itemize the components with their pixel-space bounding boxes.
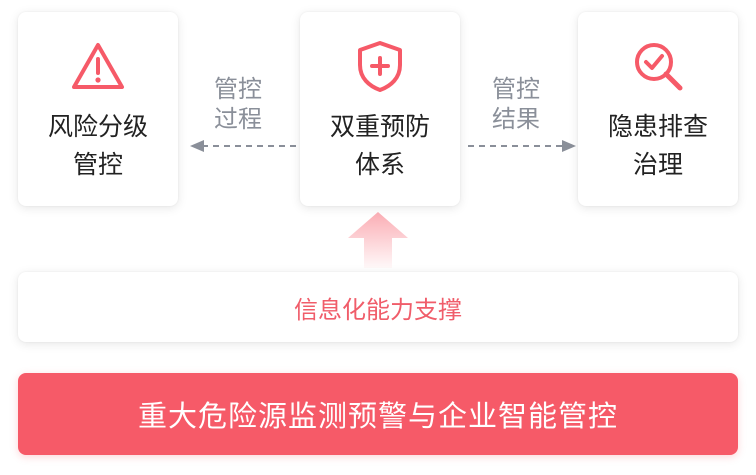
main-title-bar: 重大危险源监测预警与企业智能管控 — [18, 373, 738, 455]
it-support-label: 信息化能力支撑 — [294, 295, 462, 324]
hazard-inspection-card: 隐患排查 治理 — [578, 12, 738, 206]
control-process-label: 管控 过程 — [214, 75, 262, 133]
it-support-bar: 信息化能力支撑 — [18, 272, 738, 342]
warning-triangle-icon — [70, 38, 126, 94]
hazard-inspection-label: 隐患排查 治理 — [607, 112, 708, 179]
main-title-label: 重大危险源监测预警与企业智能管控 — [137, 399, 618, 433]
control-process-connector: 管控 过程 — [188, 74, 296, 152]
dual-prevention-card: 双重预防 体系 — [300, 12, 460, 206]
control-result-connector: 管控 结果 — [466, 74, 576, 152]
arrow-left-icon — [190, 140, 296, 152]
magnifier-check-icon — [630, 38, 686, 94]
shield-plus-icon — [352, 38, 408, 94]
arrow-up-icon — [348, 212, 408, 268]
control-result-label: 管控 结果 — [492, 75, 540, 133]
risk-control-card: 风险分级 管控 — [18, 12, 178, 206]
risk-control-label: 风险分级 管控 — [47, 112, 148, 179]
arrow-right-icon — [468, 140, 576, 152]
dual-prevention-label: 双重预防 体系 — [329, 112, 430, 179]
